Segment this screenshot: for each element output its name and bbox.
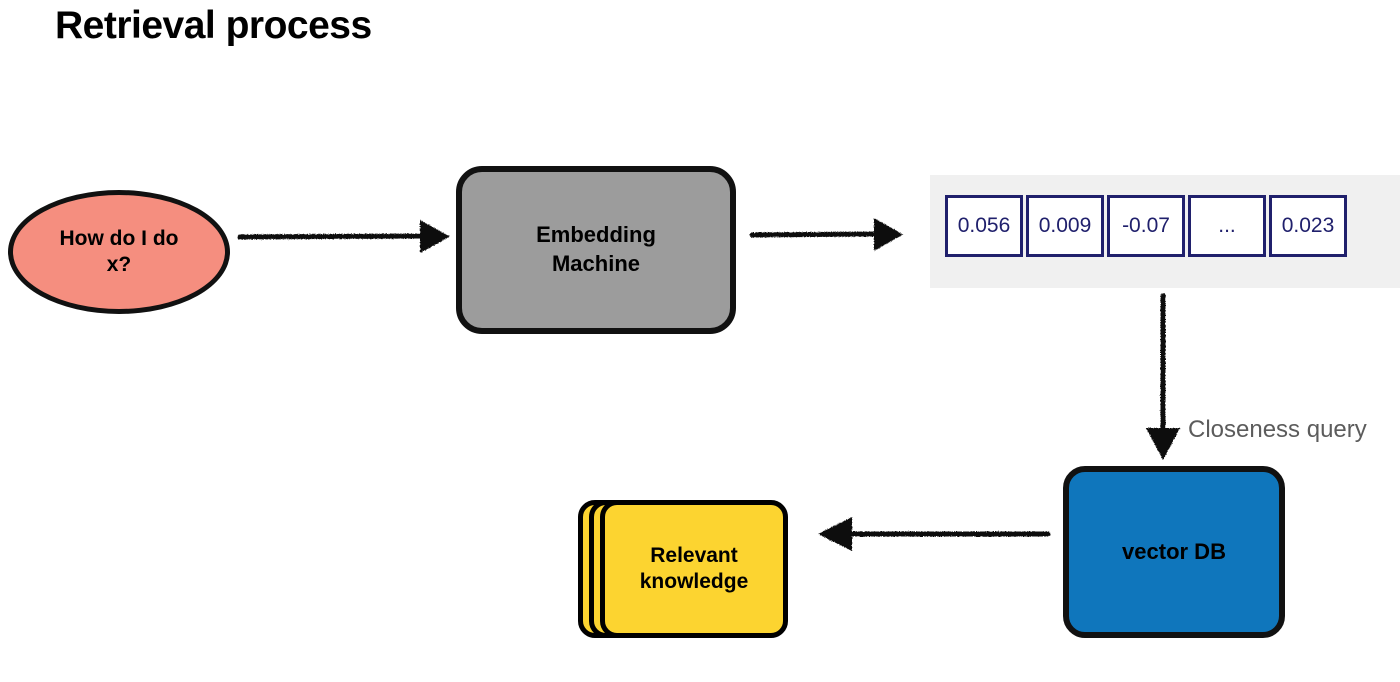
- arrow-vector-to-db: [1146, 293, 1180, 460]
- vector-cell: 0.009: [1026, 195, 1104, 257]
- arrow-query-to-embedding: [237, 220, 450, 253]
- edge-label-closeness-query: Closeness query: [1188, 416, 1367, 443]
- vector-cell: ...: [1188, 195, 1266, 257]
- node-vector-db-label: vector DB: [1122, 539, 1226, 564]
- vector-cell: -0.07: [1107, 195, 1185, 257]
- arrow-db-to-knowledge: [818, 517, 1051, 551]
- vector-cell-list: 0.056 0.009 -0.07 ... 0.023: [945, 195, 1347, 257]
- vector-cell: 0.056: [945, 195, 1023, 257]
- node-vector-db[interactable]: vector DB: [1063, 466, 1285, 638]
- node-query[interactable]: How do I do x?: [8, 190, 230, 314]
- vector-cell: 0.023: [1269, 195, 1347, 257]
- node-embedding-machine[interactable]: Embedding Machine: [456, 166, 736, 334]
- arrow-embedding-to-vector: [749, 218, 903, 251]
- knowledge-card-front: Relevant knowledge: [600, 500, 788, 638]
- node-relevant-knowledge-label: Relevant knowledge: [639, 543, 749, 593]
- node-embedding-machine-label: Embedding Machine: [536, 222, 656, 276]
- page-title: Retrieval process: [55, 4, 372, 47]
- node-relevant-knowledge[interactable]: Relevant knowledge: [578, 500, 788, 638]
- vector-panel: 0.056 0.009 -0.07 ... 0.023: [930, 175, 1400, 288]
- node-query-label: How do I do x?: [59, 226, 179, 276]
